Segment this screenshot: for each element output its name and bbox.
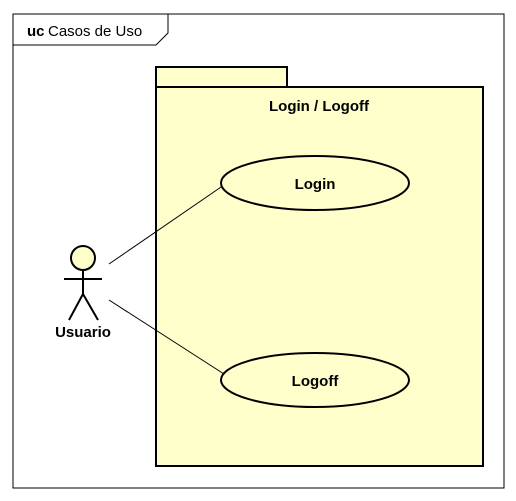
use-case-logoff[interactable]: Logoff — [220, 352, 410, 408]
actor-right-leg — [82, 293, 99, 321]
actor-usuario[interactable]: Usuario — [55, 245, 111, 341]
association-login[interactable] — [108, 184, 225, 265]
use-case-login[interactable]: Login — [220, 155, 410, 211]
frame-label-box — [12, 13, 169, 46]
use-case-login-label: Login — [295, 176, 336, 193]
actor-head — [70, 245, 96, 271]
frame-keyword: uc — [27, 23, 45, 40]
actor-label: Usuario — [55, 324, 111, 341]
use-case-logoff-label: Logoff — [292, 373, 340, 390]
package-title: Login / Logoff — [269, 98, 370, 115]
actor-left-leg — [68, 293, 84, 321]
package-body[interactable] — [155, 86, 484, 467]
frame-name: Casos de Uso — [48, 23, 142, 40]
use-case-login-ellipse — [220, 155, 410, 211]
association-logoff[interactable] — [108, 299, 225, 375]
use-case-logoff-ellipse — [220, 352, 410, 408]
package-tab — [155, 66, 288, 89]
